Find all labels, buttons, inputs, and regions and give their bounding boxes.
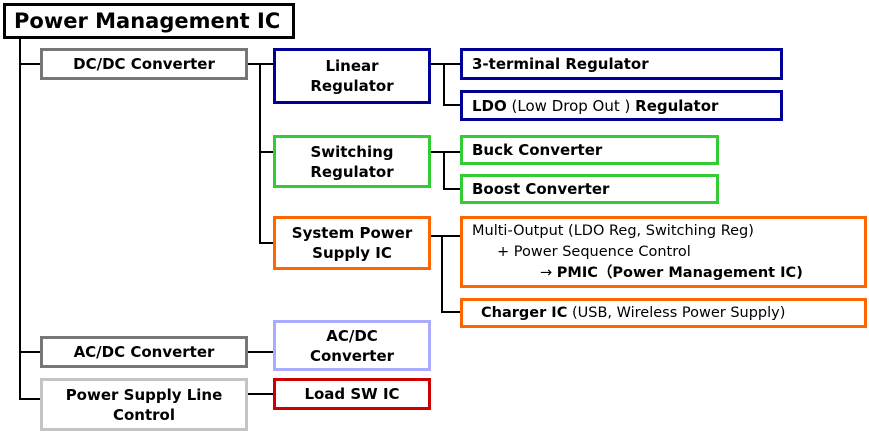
category-acdc-label: AC/DC Converter	[73, 343, 215, 361]
category-dcdc-converter: DC/DC Converter	[40, 48, 248, 80]
multi-line1: Multi-Output (LDO Reg, Switching Reg)	[472, 222, 754, 239]
node-acdc-converter: AC/DC Converter	[273, 320, 431, 371]
acdc-node-label-line1: AC/DC	[326, 326, 378, 345]
branch-charger	[441, 311, 461, 313]
linear-label-line2: Regulator	[310, 77, 394, 95]
branch-dcdc	[19, 63, 41, 65]
system-label-line2: Supply IC	[312, 244, 392, 262]
arrow-right-icon: →	[540, 264, 557, 281]
ldo-label: LDO (Low Drop Out ) Regulator	[472, 96, 718, 116]
branch-psl	[19, 398, 41, 400]
trunk-line	[19, 38, 21, 400]
switching-label-line1: Switching	[310, 142, 394, 161]
multi-line3: → PMIC（Power Management IC)	[472, 263, 803, 284]
acdc-node-label-line2: Converter	[309, 346, 395, 365]
node-buck-converter: Buck Converter	[460, 135, 719, 165]
acdc-out	[247, 351, 274, 353]
branch-acdc	[19, 351, 41, 353]
linear-label-line1: Linear	[325, 57, 379, 75]
charger-label: Charger IC (USB, Wireless Power Supply)	[481, 305, 785, 321]
branch-switching	[259, 151, 274, 153]
dcdc-sub-trunk	[259, 63, 261, 243]
system-sub-trunk	[441, 235, 443, 313]
node-3-terminal-regulator: 3-terminal Regulator	[460, 48, 783, 80]
ldo-label-bold2: Regulator	[635, 96, 719, 115]
system-label-line1: System Power	[291, 224, 413, 242]
charger-label-bold: Charger IC	[481, 305, 568, 321]
branch-boost	[443, 188, 461, 190]
node-charger-ic: Charger IC (USB, Wireless Power Supply)	[460, 298, 867, 328]
node-linear-regulator: Linear Regulator	[273, 48, 431, 104]
node-switching-regulator: Switching Regulator	[273, 135, 431, 188]
node-system-power-supply-ic: System Power Supply IC	[273, 216, 431, 270]
node-multi-output-pmic: Multi-Output (LDO Reg, Switching Reg) + …	[460, 216, 867, 288]
load-sw-label: Load SW IC	[304, 385, 400, 403]
category-acdc-converter: AC/DC Converter	[40, 336, 248, 368]
node-load-sw-ic: Load SW IC	[273, 378, 431, 410]
ldo-label-bold: LDO	[472, 96, 507, 115]
charger-label-normal: (USB, Wireless Power Supply)	[567, 305, 786, 321]
psl-out	[247, 393, 274, 395]
branch-ldo	[443, 104, 461, 106]
three-terminal-label: 3-terminal Regulator	[472, 55, 649, 73]
boost-label: Boost Converter	[472, 180, 610, 198]
branch-system	[259, 242, 274, 244]
buck-label: Buck Converter	[472, 141, 603, 159]
node-ldo-regulator: LDO (Low Drop Out ) Regulator	[460, 90, 783, 121]
category-psl-label-line2: Control	[112, 405, 175, 424]
system-out	[430, 235, 461, 237]
switching-label-line2: Regulator	[310, 162, 394, 181]
multi-line2: + Power Sequence Control	[497, 243, 691, 260]
category-dcdc-label: DC/DC Converter	[73, 55, 215, 73]
switching-sub-trunk	[443, 151, 445, 190]
switching-out	[430, 151, 461, 153]
pmic-label: PMIC（Power Management IC)	[556, 264, 803, 281]
node-boost-converter: Boost Converter	[460, 174, 719, 204]
linear-out	[430, 63, 461, 65]
category-psl-label-line1: Power Supply Line	[65, 385, 223, 404]
linear-sub-trunk	[443, 63, 445, 106]
root-label: Power Management IC	[14, 9, 281, 33]
ldo-label-normal: (Low Drop Out )	[506, 96, 636, 115]
root-power-management-ic: Power Management IC	[3, 3, 295, 39]
category-power-supply-line-control: Power Supply Line Control	[40, 378, 248, 431]
